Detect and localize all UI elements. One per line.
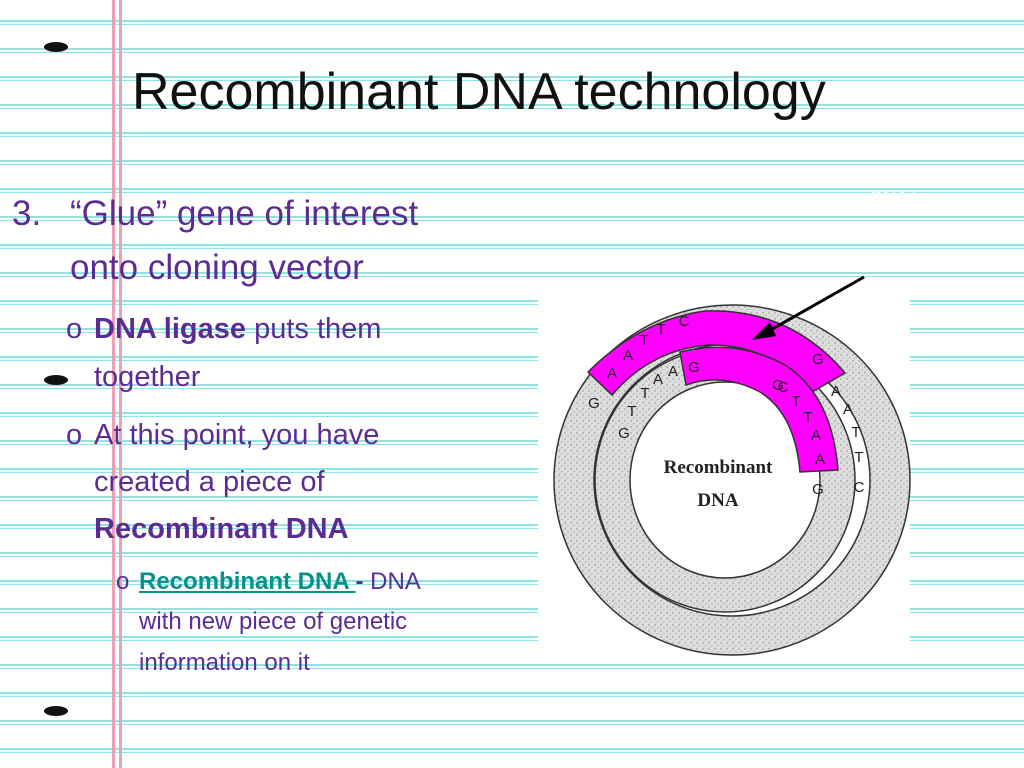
sub-bullet-2-line-1: At this point, you have: [94, 419, 380, 451]
recombinant-dna-link[interactable]: Recombinant DNA: [139, 568, 356, 595]
sub-bullet-marker: o: [66, 313, 83, 345]
definition-dash: -: [355, 568, 371, 595]
slide-title: Recombinant DNA technology: [132, 63, 826, 121]
base-letter: G: [772, 377, 784, 394]
insert-outer-strand: [586, 310, 847, 397]
sub-bullet-1-line-1: DNA ligase puts them: [94, 306, 381, 353]
base-letter: T: [851, 424, 860, 441]
insert-inner-strand: [679, 346, 839, 473]
base-letter: G: [812, 351, 824, 368]
base-letter: A: [843, 401, 853, 418]
base-letter: T: [791, 393, 800, 410]
base-letter: T: [639, 332, 648, 349]
binder-hole: [44, 42, 68, 52]
base-letter: A: [831, 383, 841, 400]
inner-strand-ring: [594, 347, 856, 613]
sub-bullet-2-line-2: created a piece of: [94, 466, 325, 498]
definition-text: DNA: [370, 568, 421, 595]
sub-bullet-1-text: puts them: [246, 313, 382, 345]
margin-line: [119, 0, 122, 768]
sub-bullet-marker: o: [66, 419, 83, 451]
base-letter: G: [588, 395, 600, 412]
base-letter: T: [854, 449, 863, 466]
base-letter: C: [854, 479, 865, 496]
base-letter: C: [679, 313, 690, 330]
pointer-arrow: [759, 275, 865, 338]
base-letter: A: [668, 363, 678, 380]
outer-strand-ring: [553, 304, 911, 656]
base-letter: T: [656, 321, 665, 338]
base-letters: A A T T C T T A A G G G G G G C T T A A …: [588, 313, 864, 498]
sub-sub-bullet-line-2: with new piece of genetic: [139, 608, 408, 635]
point-3-line-1: “Glue” gene of interest: [70, 194, 419, 233]
sub-sub-bullet-line-3: information on it: [139, 649, 310, 676]
base-letter: A: [815, 451, 825, 468]
base-letter: G: [618, 425, 630, 442]
base-letter: T: [627, 403, 636, 420]
base-letter: A: [607, 365, 617, 382]
base-letter: C: [778, 379, 789, 396]
point-3-line-2: onto cloning vector: [70, 248, 364, 287]
center-label-line-1: Recombinant: [664, 457, 773, 478]
base-letter: A: [811, 427, 821, 444]
sub-bullet-1-line-2: together: [94, 361, 201, 393]
margin-line: [112, 0, 115, 768]
point-number: 3.: [12, 194, 42, 233]
binder-hole: [44, 706, 68, 716]
dna-ligase-label: DNA ligase: [870, 188, 960, 208]
base-letter: G: [812, 481, 824, 498]
base-letter: T: [803, 409, 812, 426]
binder-hole: [44, 375, 68, 385]
base-letter: G: [688, 359, 700, 376]
sub-sub-bullet-line-1: Recombinant DNA - DNA: [139, 562, 421, 602]
sub-bullet-2-line-3: Recombinant DNA: [94, 513, 349, 545]
arrow-head: [752, 322, 776, 340]
center-label-line-2: DNA: [697, 490, 738, 511]
base-letter: A: [653, 371, 663, 388]
sub-sub-bullet-marker: o: [116, 568, 130, 595]
dna-ligase-term: DNA ligase: [94, 313, 247, 345]
base-letter: A: [623, 347, 633, 364]
base-letter: T: [640, 385, 649, 402]
